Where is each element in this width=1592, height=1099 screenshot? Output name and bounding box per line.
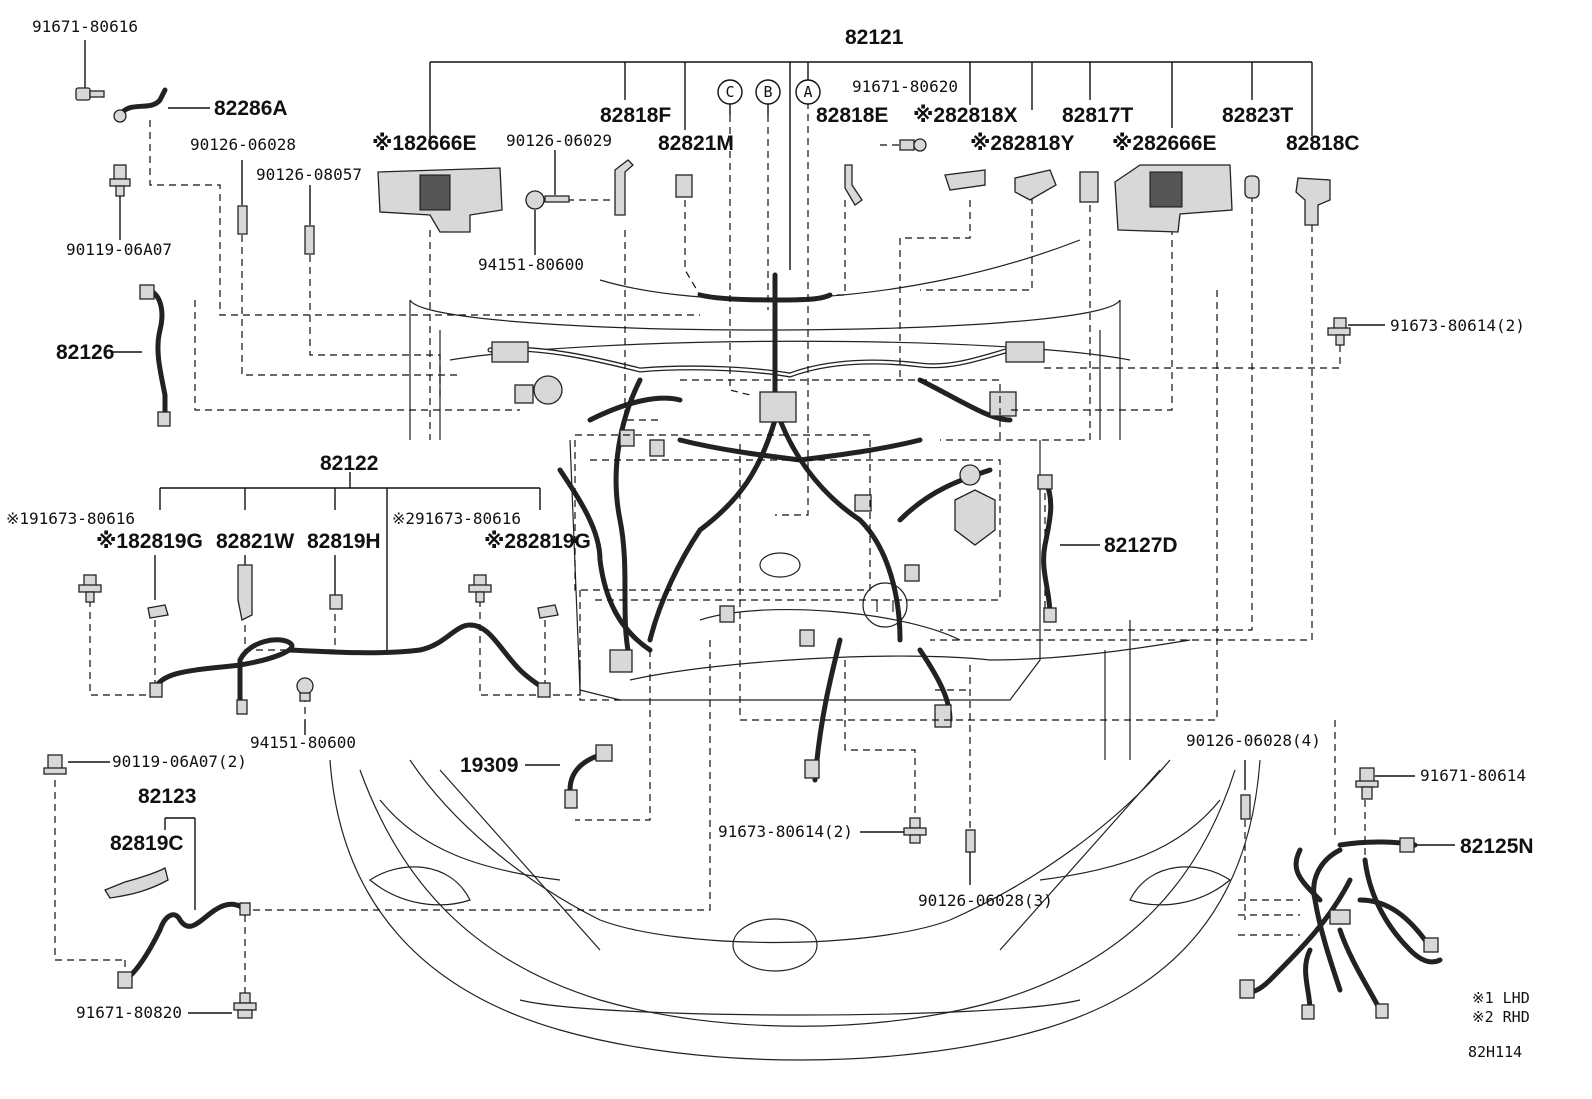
label-82821W: 82821W [216,530,294,553]
stud-90126-06028 [237,205,248,235]
harness-82123 [117,901,251,989]
label-91673-80614-2-bottom: 91673-80614(2) [718,822,853,841]
label-82122: 82122 [320,452,378,475]
harness-82127D [1037,474,1057,623]
callout-circle-B: B [755,79,781,105]
label-19309: 19309 [460,754,518,777]
label-82286A: 82286A [214,97,288,120]
connector-82817T [1079,171,1099,203]
label-82666E-lhd: ※182666E [372,132,477,155]
harness-82125N [1239,837,1443,1020]
label-82818Y: ※282818Y [970,132,1075,155]
callout-circle-A: A [795,79,821,105]
clip-82823T [1244,175,1260,199]
callout-circle-C: C [717,79,743,105]
stud-90126-06028-4 [1240,794,1251,820]
label-82819G-rhd: ※282819G [484,530,591,553]
label-91671-80616: 91671-80616 [32,17,138,36]
label-91671-80620: 91671-80620 [852,77,958,96]
clip-94151-80600-bottom [296,677,314,702]
label-82821M: 82821M [658,132,734,155]
bolt-91673-80616-lhd [78,574,102,603]
connector-82666E-lhd [377,167,503,233]
bolt-91671-80820 [233,992,257,1019]
label-90119-06A07-2: 90119-06A07(2) [112,752,247,771]
callout-letter-c: C [725,83,734,101]
label-94151-80600-top: 94151-80600 [478,255,584,274]
label-82818E: 82818E [816,104,888,127]
label-82818F: 82818F [600,104,671,127]
clip-82819C [104,867,169,899]
bolt-91673-80614-right [1327,317,1351,346]
label-90119-06A07: 90119-06A07 [66,240,172,259]
label-90126-06028-4: 90126-06028(4) [1186,731,1321,750]
label-82823T: 82823T [1222,104,1293,127]
clip-94151-80600-top [525,190,570,210]
label-82127D: 82127D [1104,534,1178,557]
clip-82819H [329,594,343,610]
harness-82122 [149,622,551,715]
clip-82818X [944,169,986,191]
bolt-91671-80614 [1355,767,1379,800]
clip-82818Y [1014,169,1057,201]
label-90126-08057: 90126-08057 [256,165,362,184]
stud-90126-06028-3 [965,829,976,853]
label-91673-80616-rhd: ※291673-80616 [392,509,521,528]
part-labels: 82121 91671-80616 82286A 90126-06028 901… [6,17,1534,1061]
label-82126: 82126 [56,341,114,364]
bolt-90119-06A07-2 [43,754,67,775]
label-82123: 82123 [138,785,196,808]
harness-82126 [139,284,171,427]
solid-leader-lines [68,40,1455,1014]
bolt-91673-80616-rhd [468,574,492,603]
label-82818X: ※282818X [913,104,1018,127]
label-82121: 82121 [845,26,904,49]
clip-82821W [237,564,253,621]
bolt-91671-80616 [75,87,105,101]
bolt-91673-80614-bottom [903,817,927,844]
callout-letter-b: B [763,83,772,101]
stud-90126-08057 [304,225,315,255]
clip-82818E [844,164,863,206]
callout-letter-a: A [803,83,812,101]
connector-82666E-rhd [1114,164,1233,233]
sensor-harness-19309 [564,744,613,809]
bolt-91671-80620 [899,138,927,152]
diagram-code: 82H114 [1468,1043,1522,1061]
label-91673-80616-lhd: ※191673-80616 [6,509,135,528]
label-82125N: 82125N [1460,835,1534,858]
label-94151-80600-bottom: 94151-80600 [250,733,356,752]
clip-82818C [1295,177,1331,226]
label-82819G-lhd: ※182819G [96,530,203,553]
label-91671-80820: 91671-80820 [76,1003,182,1022]
label-90126-06028-3: 90126-06028(3) [918,891,1053,910]
dashed-leader-lines [54,90,1366,995]
label-82819H: 82819H [307,530,381,553]
callout-82121-bracket [429,61,1313,270]
clip-82819G-lhd [147,604,169,619]
label-82819C: 82819C [110,832,184,855]
vehicle-body-outline [329,239,1261,1061]
label-82818C: 82818C [1286,132,1360,155]
small-parts: C B A [43,79,1443,1020]
label-91671-80614: 91671-80614 [1420,766,1526,785]
engine-room-main-harness [487,272,1045,783]
label-91673-80614-2-right: 91673-80614(2) [1390,316,1525,335]
clip-82819G-rhd [537,604,559,619]
connector-82821M [675,174,693,198]
bolt-90119-06A07 [109,164,131,197]
bracket-82818F [614,159,634,216]
label-82817T: 82817T [1062,104,1133,127]
legend-rhd: ※2 RHD [1472,1008,1530,1026]
label-82666E-rhd: ※282666E [1112,132,1217,155]
label-90126-06029: 90126-06029 [506,131,612,150]
legend-lhd: ※1 LHD [1472,989,1530,1007]
bracket-82286A [113,87,168,123]
label-90126-06028: 90126-06028 [190,135,296,154]
